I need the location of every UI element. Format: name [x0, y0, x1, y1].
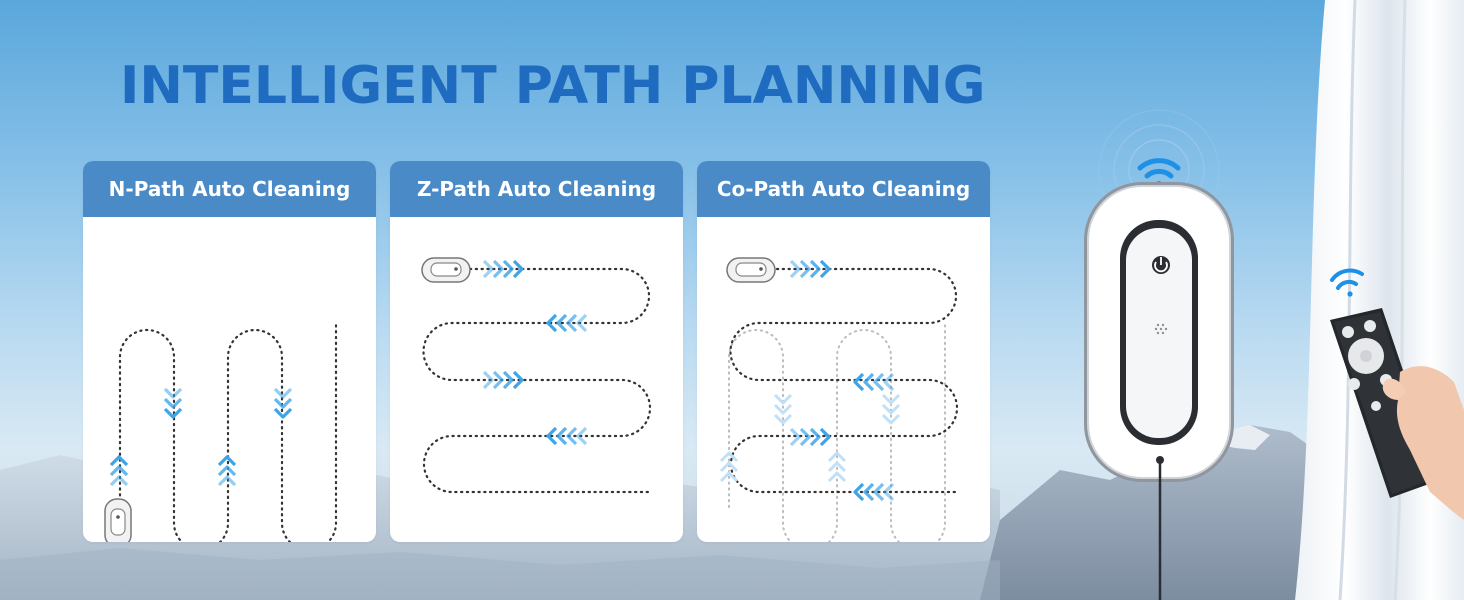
z-path-diagram	[421, 257, 654, 494]
wifi-icon	[1330, 268, 1364, 297]
n-path-diagram	[104, 319, 338, 542]
robot-icon	[104, 498, 132, 542]
chevron-icon	[881, 393, 901, 425]
chevron-icon	[482, 259, 524, 279]
chevron-icon	[109, 455, 129, 487]
chevron-icon	[773, 393, 793, 425]
chevron-icon	[163, 387, 183, 419]
chevron-icon	[217, 455, 237, 487]
chevron-icon	[546, 313, 588, 333]
co-path-card: Co-Path Auto Cleaning	[697, 161, 990, 542]
co-path-diagram	[719, 257, 961, 542]
chevron-icon	[789, 259, 831, 279]
z-path-card-title: Z-Path Auto Cleaning	[390, 161, 683, 217]
n-path-card-title: N-Path Auto Cleaning	[83, 161, 376, 217]
chevron-icon	[273, 387, 293, 419]
z-path-card: Z-Path Auto Cleaning	[390, 161, 683, 542]
co-path-card-title: Co-Path Auto Cleaning	[697, 161, 990, 217]
z-path-route	[422, 267, 654, 494]
chevron-icon	[853, 372, 895, 392]
chevron-icon	[546, 426, 588, 446]
remote-control	[1330, 268, 1464, 520]
chevron-icon	[853, 482, 895, 502]
speaker-dots	[1154, 323, 1168, 335]
co-path-vertical-route	[728, 320, 946, 542]
chevron-icon	[827, 451, 847, 483]
robot-icon	[726, 257, 776, 283]
page-title: INTELLIGENT PATH PLANNING	[120, 56, 986, 116]
n-path-route	[118, 319, 338, 542]
chevron-icon	[482, 370, 524, 390]
window-cleaner-robot	[1084, 109, 1234, 600]
chevron-icon	[719, 451, 739, 483]
co-path-horizontal-route	[729, 267, 961, 494]
power-icon	[1152, 256, 1170, 274]
n-path-card: N-Path Auto Cleaning	[83, 161, 376, 542]
chevron-icon	[789, 427, 831, 447]
robot-icon	[421, 257, 471, 283]
